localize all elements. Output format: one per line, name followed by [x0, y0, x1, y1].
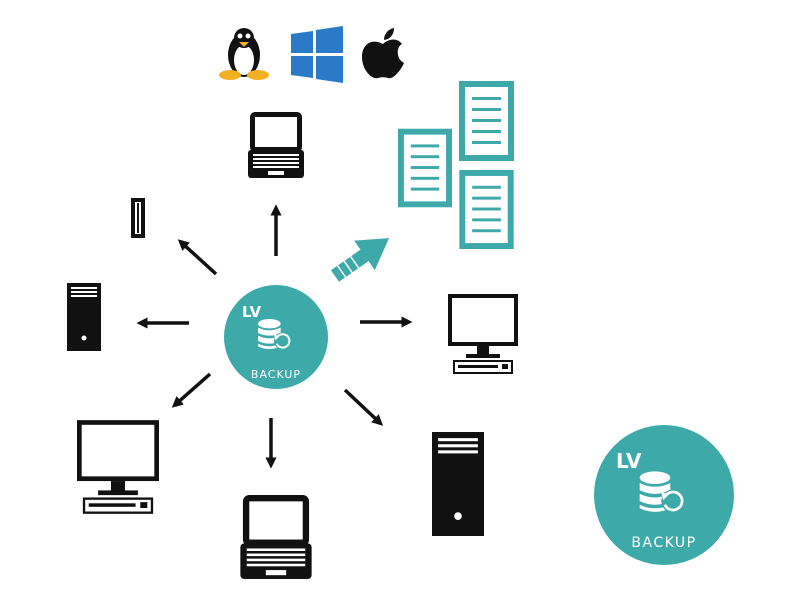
corner-logo: LV BACKUP [594, 425, 734, 565]
center-logo: LV BACKUP [224, 285, 328, 389]
tower-icon [432, 432, 484, 536]
tower-icon [67, 283, 101, 351]
windows-icon [291, 26, 343, 83]
arrow-icon [177, 239, 218, 276]
teal-arrow-icon [330, 238, 390, 282]
logo-brand: LV [242, 303, 261, 321]
monitor-icon [448, 294, 518, 374]
logo-label: BACKUP [251, 368, 301, 381]
monitor-icon [77, 420, 159, 514]
laptop-icon [248, 112, 304, 178]
laptop-icon [240, 495, 312, 579]
document-icon [401, 132, 449, 205]
logo-label: BACKUP [631, 535, 696, 551]
linux-icon [219, 28, 269, 80]
arrow-icon [171, 372, 212, 408]
document-icon [462, 84, 511, 158]
document-icon [462, 173, 510, 246]
slim-tower-icon [131, 198, 145, 238]
apple-icon [362, 28, 404, 79]
logo-brand: LV [616, 449, 642, 473]
arrow-icon [343, 388, 384, 426]
